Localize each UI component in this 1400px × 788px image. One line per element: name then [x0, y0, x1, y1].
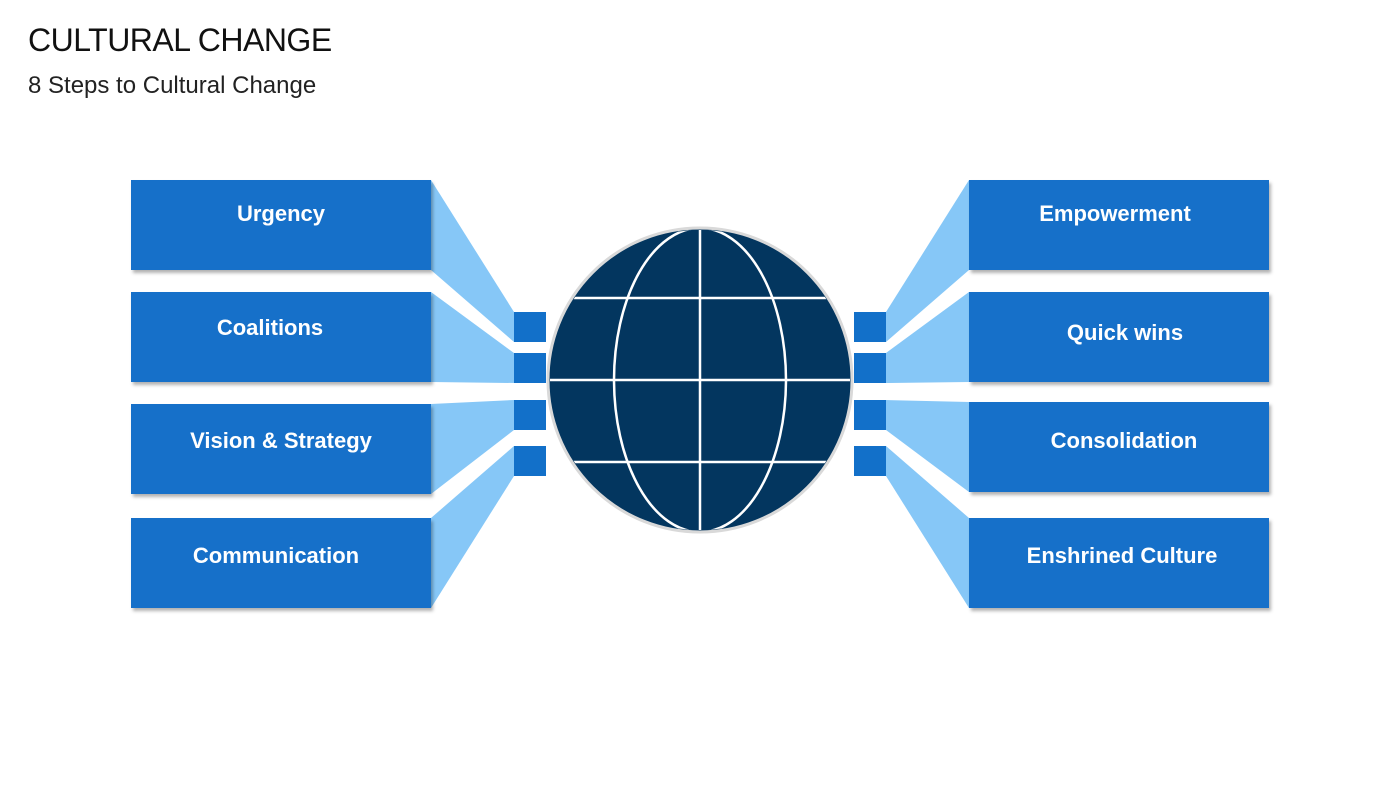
step-right-1: Empowerment	[969, 180, 1269, 270]
step-box	[131, 292, 431, 382]
connector-left-4	[431, 446, 514, 608]
step-box	[969, 180, 1269, 270]
step-label: Quick wins	[1067, 320, 1183, 345]
tab-left-3	[514, 400, 546, 430]
step-left-3: Vision & Strategy	[131, 404, 431, 494]
connector-right-3	[886, 400, 969, 492]
step-right-3: Consolidation	[969, 402, 1269, 492]
step-box	[131, 180, 431, 270]
connector-right-2	[886, 292, 969, 383]
step-right-2: Quick wins	[969, 292, 1269, 382]
step-label: Urgency	[237, 201, 326, 226]
step-label: Consolidation	[1051, 428, 1198, 453]
step-left-2: Coalitions	[131, 292, 431, 382]
step-box	[969, 292, 1269, 382]
step-box	[131, 518, 431, 608]
tab-right-3	[854, 400, 886, 430]
connector-left-1	[431, 180, 514, 342]
step-label: Coalitions	[217, 315, 323, 340]
page-title: CULTURAL CHANGE	[28, 22, 332, 58]
tab-left-1	[514, 312, 546, 342]
step-label: Enshrined Culture	[1027, 543, 1218, 568]
step-label: Communication	[193, 543, 359, 568]
step-box	[969, 402, 1269, 492]
globe-icon	[546, 226, 854, 534]
connector-left-2	[431, 292, 514, 383]
step-left-1: Urgency	[131, 180, 431, 270]
page-subtitle: 8 Steps to Cultural Change	[28, 72, 317, 99]
tab-left-4	[514, 446, 546, 476]
connector-right-4	[886, 446, 969, 608]
step-right-4: Enshrined Culture	[969, 518, 1269, 608]
connector-left-3	[431, 400, 514, 494]
step-label: Vision & Strategy	[190, 428, 373, 453]
step-box	[131, 404, 431, 494]
tab-right-4	[854, 446, 886, 476]
tab-right-2	[854, 353, 886, 383]
tab-right-1	[854, 312, 886, 342]
connector-right-1	[886, 180, 969, 342]
step-box	[969, 518, 1269, 608]
tab-left-2	[514, 353, 546, 383]
step-left-4: Communication	[131, 518, 431, 608]
step-label: Empowerment	[1039, 201, 1191, 226]
